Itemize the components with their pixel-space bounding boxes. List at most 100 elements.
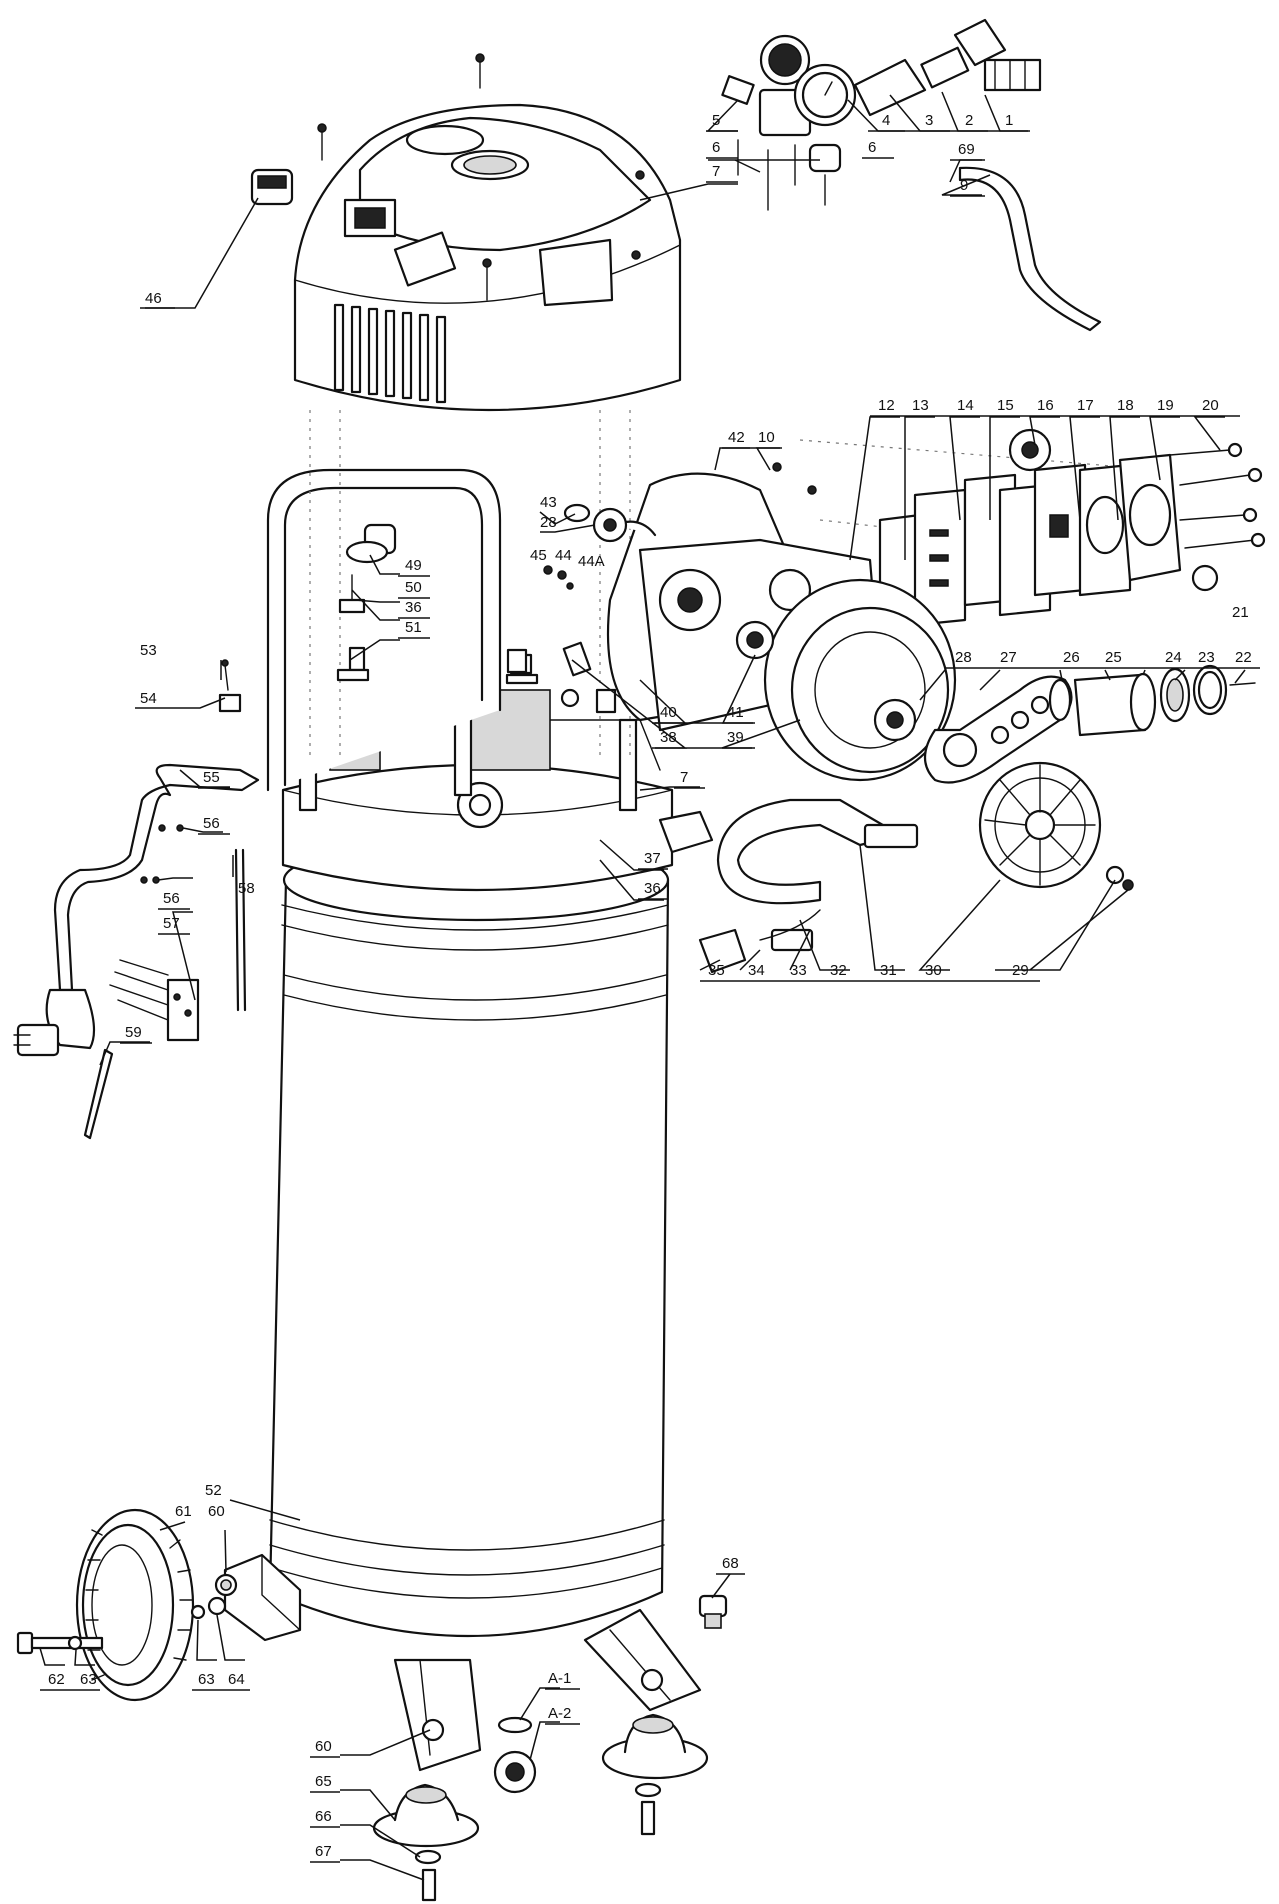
callout-13: 13 <box>912 397 929 414</box>
callout-a2: A-2 <box>548 1705 571 1722</box>
callout-19: 19 <box>1157 397 1174 414</box>
callout-33: 33 <box>790 962 807 979</box>
callout-65: 65 <box>315 1773 332 1790</box>
callout-22: 22 <box>1235 649 1252 666</box>
callout-68: 68 <box>722 1555 739 1572</box>
callout-23: 23 <box>1198 649 1215 666</box>
callout-66: 66 <box>315 1808 332 1825</box>
callout-56: 56 <box>203 815 220 832</box>
tube <box>958 166 1102 332</box>
callout-39: 39 <box>727 729 744 746</box>
callout-17: 17 <box>1077 397 1094 414</box>
callout-62: 62 <box>48 1671 65 1688</box>
front-leg <box>372 1658 482 1902</box>
callout-25: 25 <box>1105 649 1122 666</box>
callout-labels: 1 2 3 4 5 6 6 7 69 9 46 12 13 14 15 16 1… <box>48 112 1252 1860</box>
air-hose <box>698 798 919 974</box>
callout-7: 7 <box>712 163 720 180</box>
callout-32: 32 <box>830 962 847 979</box>
callout-57: 57 <box>163 915 180 932</box>
callout-12: 12 <box>878 397 895 414</box>
pressure-switch <box>336 540 528 682</box>
callout-46: 46 <box>145 290 162 307</box>
wiring-parts <box>83 824 247 1140</box>
callout-40: 40 <box>660 704 677 721</box>
wheel-bracket <box>190 1553 302 1642</box>
callout-18: 18 <box>1117 397 1134 414</box>
head-bolts <box>1169 442 1266 592</box>
manifold-assembly <box>721 18 1042 211</box>
callout-43: 43 <box>540 494 557 511</box>
callout-21: 21 <box>1232 604 1249 621</box>
callout-10: 10 <box>758 429 775 446</box>
cooling-fan <box>978 761 1134 891</box>
callout-26: 26 <box>1063 649 1080 666</box>
screw-bracket <box>218 659 242 713</box>
callout-45: 45 <box>530 547 547 564</box>
callout-59: 59 <box>125 1024 142 1041</box>
callout-42: 42 <box>728 429 745 446</box>
callout-64: 64 <box>228 1671 245 1688</box>
callout-44: 44 <box>555 547 572 564</box>
callout-underlines <box>40 130 1260 1863</box>
callout-37: 37 <box>644 850 661 867</box>
air-tank <box>268 838 670 1638</box>
callout-15: 15 <box>997 397 1014 414</box>
callout-35: 35 <box>708 962 725 979</box>
callout-41: 41 <box>727 704 744 721</box>
callout-49: 49 <box>405 557 422 574</box>
callout-63b: 63 <box>198 1671 215 1688</box>
callout-4: 4 <box>882 112 890 129</box>
handle <box>266 468 502 792</box>
callout-30: 30 <box>925 962 942 979</box>
callout-58: 58 <box>238 880 255 897</box>
callout-69: 69 <box>958 141 975 158</box>
callout-6: 6 <box>712 139 720 156</box>
callout-16: 16 <box>1037 397 1054 414</box>
callout-27: 27 <box>1000 649 1017 666</box>
callout-36b: 36 <box>644 880 661 897</box>
callout-28b: 28 <box>955 649 972 666</box>
callout-29: 29 <box>1012 962 1029 979</box>
callout-5: 5 <box>712 112 720 129</box>
callout-24: 24 <box>1165 649 1182 666</box>
power-cord <box>13 763 260 1057</box>
callout-6b: 6 <box>868 139 876 156</box>
callout-56b: 56 <box>163 890 180 907</box>
pressure-switch-knob <box>250 168 294 206</box>
callout-50: 50 <box>405 579 422 596</box>
callout-14: 14 <box>957 397 974 414</box>
callout-a1: A-1 <box>548 1670 571 1687</box>
drain-parts <box>493 1594 728 1794</box>
shroud-vents <box>333 303 447 404</box>
callout-60: 60 <box>208 1503 225 1520</box>
callout-54: 54 <box>140 690 157 707</box>
callout-44a: 44A <box>578 553 605 570</box>
callout-28: 28 <box>540 514 557 531</box>
callout-38: 38 <box>660 729 677 746</box>
callout-7b: 7 <box>680 769 688 786</box>
callout-1: 1 <box>1005 112 1013 129</box>
callout-31: 31 <box>880 962 897 979</box>
callout-36: 36 <box>405 599 422 616</box>
rear-leg <box>583 1608 709 1836</box>
wheel <box>75 1508 195 1702</box>
flywheel-belt <box>735 578 957 782</box>
axle-bolt <box>16 1631 104 1655</box>
callout-9: 9 <box>960 177 968 194</box>
connecting-rod <box>923 675 1073 784</box>
callout-52: 52 <box>205 1482 222 1499</box>
callout-2: 2 <box>965 112 973 129</box>
callout-3: 3 <box>925 112 933 129</box>
callout-63: 63 <box>80 1671 97 1688</box>
cylinder-plates <box>878 428 1182 627</box>
callout-67: 67 <box>315 1843 332 1860</box>
callout-61: 61 <box>175 1503 192 1520</box>
callout-51: 51 <box>405 619 422 636</box>
top-shroud <box>293 53 682 412</box>
callout-55: 55 <box>203 769 220 786</box>
callout-20: 20 <box>1202 397 1219 414</box>
piston-parts <box>1048 664 1256 737</box>
callout-53: 53 <box>140 642 157 659</box>
